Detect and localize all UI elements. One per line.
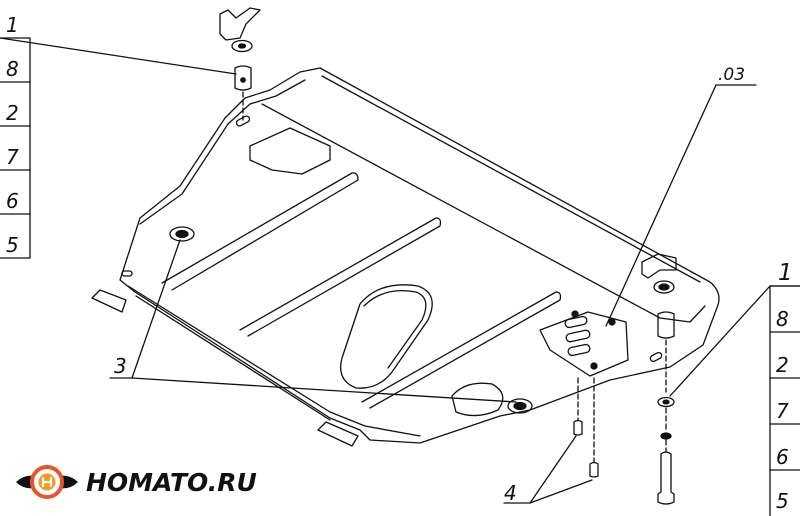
nut-right xyxy=(660,432,672,440)
lower-cutout xyxy=(451,382,504,417)
callout-left-5: 6 xyxy=(6,189,19,213)
spacer-sleeve xyxy=(234,65,252,91)
leader-line xyxy=(131,377,517,403)
callout-plate-code: .03 xyxy=(718,65,745,85)
callout-right-5: 6 xyxy=(776,445,789,469)
drain-cutout-inner xyxy=(363,289,427,369)
plate-bolt xyxy=(571,310,579,318)
mount-slot xyxy=(649,351,663,363)
leader-line xyxy=(0,37,237,75)
callout-column-right xyxy=(769,285,800,516)
washer-right-hole xyxy=(662,399,670,405)
small-bolt xyxy=(573,419,583,436)
callout-right-2: 8 xyxy=(776,307,789,331)
grommet xyxy=(507,398,533,414)
service-cutout-upper xyxy=(249,127,331,175)
callout-column-left xyxy=(0,37,31,259)
mount-hole xyxy=(653,280,675,294)
small-bolt xyxy=(589,461,599,478)
callout-left-4: 7 xyxy=(6,145,19,169)
callout-left-1: 1 xyxy=(6,13,19,37)
callout-bolt: 4 xyxy=(504,481,517,505)
leader-line xyxy=(669,285,800,397)
callout-left-2: 8 xyxy=(6,57,19,81)
plate-bolt xyxy=(608,318,616,326)
mount-hole xyxy=(658,283,670,291)
washer-right xyxy=(657,396,675,408)
plate-lower-lip xyxy=(127,285,421,437)
leader-line xyxy=(529,479,593,504)
spacer-hole xyxy=(240,77,246,83)
left-tab-upper xyxy=(91,289,127,313)
mount-slot xyxy=(235,115,251,127)
right-bracket xyxy=(641,253,677,279)
washer xyxy=(231,39,253,53)
leader-line xyxy=(605,84,757,327)
brand-emblem-icon xyxy=(16,465,78,499)
spacer-sleeve-right xyxy=(657,311,675,339)
washer-hole xyxy=(237,43,247,49)
plate-inner-edge xyxy=(139,75,701,283)
skid-plate-outline xyxy=(119,67,720,444)
inspection-plate xyxy=(539,311,629,377)
rib xyxy=(161,172,359,291)
plate-bolt xyxy=(590,362,598,370)
callout-right-4: 7 xyxy=(776,399,789,423)
rib xyxy=(239,217,442,337)
callout-left-6: 5 xyxy=(6,233,19,257)
rib xyxy=(361,291,562,409)
callout-right-6: 5 xyxy=(776,489,789,513)
callout-fastener: 3 xyxy=(114,354,127,378)
brand-logo: HOMATO.RU xyxy=(14,462,257,502)
drain-cutout xyxy=(339,284,433,389)
brand-name: HOMATO.RU xyxy=(86,467,257,497)
callout-labels-left: 1 8 2 7 6 5 xyxy=(6,13,19,257)
mount-slot xyxy=(121,270,133,277)
left-tab-lower xyxy=(317,421,359,447)
callout-left-3: 2 xyxy=(6,101,19,125)
plate-bend-line xyxy=(261,103,706,323)
inspection-plate-slots xyxy=(564,315,591,357)
callout-right-1: 1 xyxy=(778,260,793,286)
callout-right-3: 2 xyxy=(776,353,789,377)
long-bolt xyxy=(657,451,675,505)
grommet xyxy=(169,226,195,242)
upper-bracket xyxy=(219,7,261,41)
callout-labels-right: 1 8 2 7 6 5 xyxy=(776,260,793,513)
